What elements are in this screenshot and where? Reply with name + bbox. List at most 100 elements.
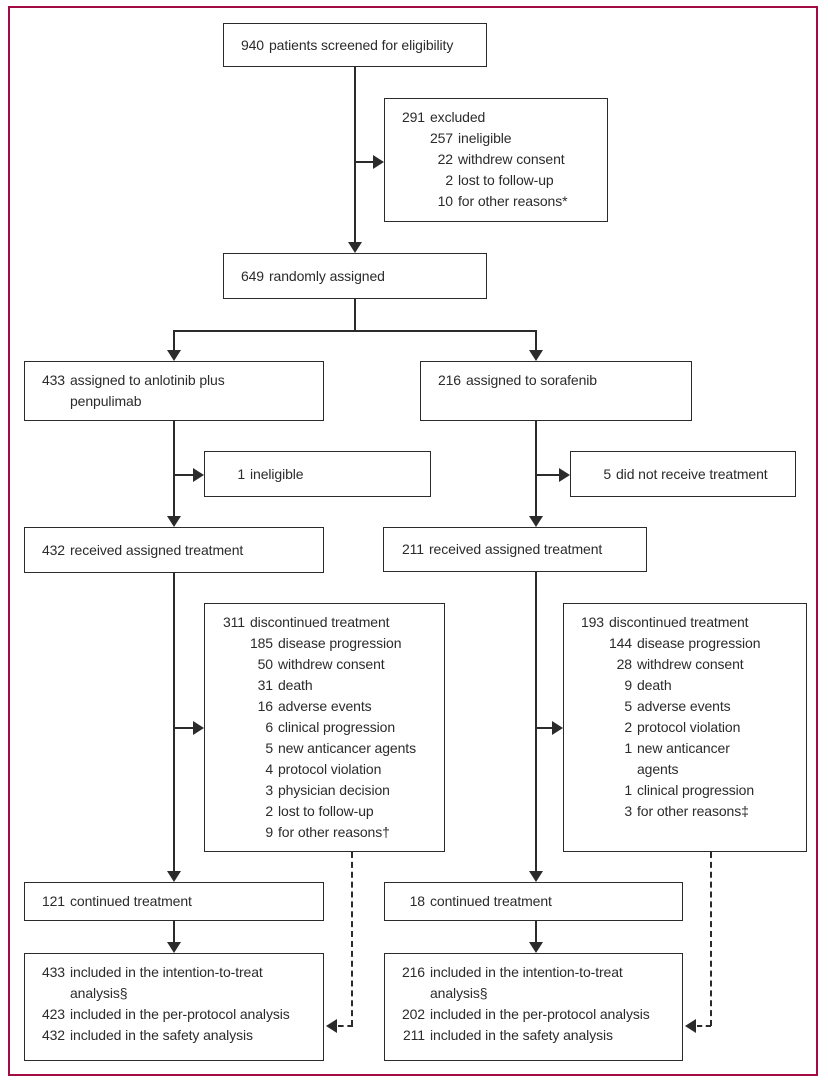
arrowhead-right — [193, 721, 204, 735]
count: 649 — [240, 267, 264, 284]
label: withdrew consent — [637, 656, 744, 672]
flow-line: 50 withdrew consent — [217, 654, 440, 675]
flow-line: 1 ineligible — [217, 464, 426, 485]
count: 1 — [624, 782, 632, 798]
label: protocol violation — [637, 719, 741, 735]
box-continued-right: 18 continued treatment — [384, 882, 683, 921]
count: 5 — [624, 698, 632, 714]
label: discontinued treatment — [609, 614, 749, 630]
count: 121 — [41, 893, 65, 909]
arrowhead-down — [167, 871, 181, 882]
flow-line: 193 discontinued treatment — [576, 612, 802, 633]
connector — [173, 573, 175, 873]
label: continued treatment — [70, 893, 192, 909]
count: 144 — [608, 635, 632, 651]
label: lost to follow-up — [458, 172, 554, 188]
label: ineligible — [458, 130, 512, 146]
flow-line: 121 continued treatment — [37, 891, 319, 912]
label: death — [637, 677, 672, 693]
flow-line: 940 patients screened for eligibility — [236, 35, 482, 56]
count: 211 — [402, 1027, 425, 1043]
count: 1 — [237, 465, 245, 482]
label: for other reasons‡ — [637, 803, 749, 819]
flow-line: 257 ineligible — [397, 128, 603, 149]
arrowhead-down — [529, 942, 543, 953]
box-continued-left: 121 continued treatment — [24, 882, 324, 921]
connector — [173, 421, 175, 518]
count: 311 — [222, 614, 245, 630]
arrowhead-right — [193, 468, 204, 482]
count: 18 — [409, 893, 425, 909]
count: 9 — [265, 824, 273, 840]
label: clinical progression — [278, 719, 396, 735]
count: 423 — [41, 1006, 65, 1022]
arrowhead-down — [167, 942, 181, 953]
count: 50 — [257, 656, 273, 672]
count: 432 — [41, 541, 65, 558]
connector — [173, 330, 537, 332]
count: 3 — [624, 803, 632, 819]
count: 433 — [41, 964, 65, 980]
label: disease progression — [637, 635, 761, 651]
arrowhead-down — [529, 871, 543, 882]
count: 5 — [603, 465, 611, 482]
flow-line: 432 included in the safety analysis — [37, 1025, 319, 1046]
label: physician decision — [278, 782, 390, 798]
label: included in the safety analysis — [70, 1027, 253, 1043]
connector — [535, 421, 537, 518]
label: ineligible — [250, 465, 304, 482]
label: randomly assigned — [269, 267, 385, 284]
flow-line: 18 continued treatment — [397, 891, 678, 912]
count: 22 — [437, 151, 453, 167]
flow-line: 144 disease progression — [576, 633, 802, 654]
count: 940 — [240, 36, 264, 53]
figure-frame — [8, 6, 818, 1076]
connector — [535, 330, 537, 352]
label: continued treatment — [430, 893, 552, 909]
connector — [354, 299, 356, 330]
count: 193 — [580, 614, 604, 630]
label: lost to follow-up — [278, 803, 374, 819]
count: 16 — [257, 698, 273, 714]
arrowhead-right — [373, 155, 384, 169]
count: 3 — [265, 782, 273, 798]
connector — [174, 474, 194, 476]
dashed-connector — [351, 852, 353, 1026]
flow-line: 291 excluded — [397, 107, 603, 128]
label: received assigned treatment — [429, 541, 603, 557]
label: withdrew consent — [278, 656, 385, 672]
connector — [354, 161, 376, 163]
arrowhead-left — [326, 1019, 337, 1033]
arrowhead-right — [552, 721, 563, 735]
count: 432 — [41, 1027, 65, 1043]
flow-line: 3 for other reasons‡ — [576, 801, 802, 822]
count: 257 — [429, 130, 453, 146]
connector — [535, 920, 537, 944]
label: included in the per-protocol analysis — [430, 1006, 650, 1022]
arrowhead-right — [559, 468, 570, 482]
count: 291 — [401, 109, 425, 125]
dashed-connector — [338, 1025, 353, 1027]
count: 10 — [437, 193, 453, 209]
label: patients screened for eligibility — [269, 36, 454, 53]
label: included in the intention-to-treat analy… — [70, 964, 263, 1001]
label: excluded — [430, 109, 486, 125]
label: included in the per-protocol analysis — [70, 1006, 290, 1022]
